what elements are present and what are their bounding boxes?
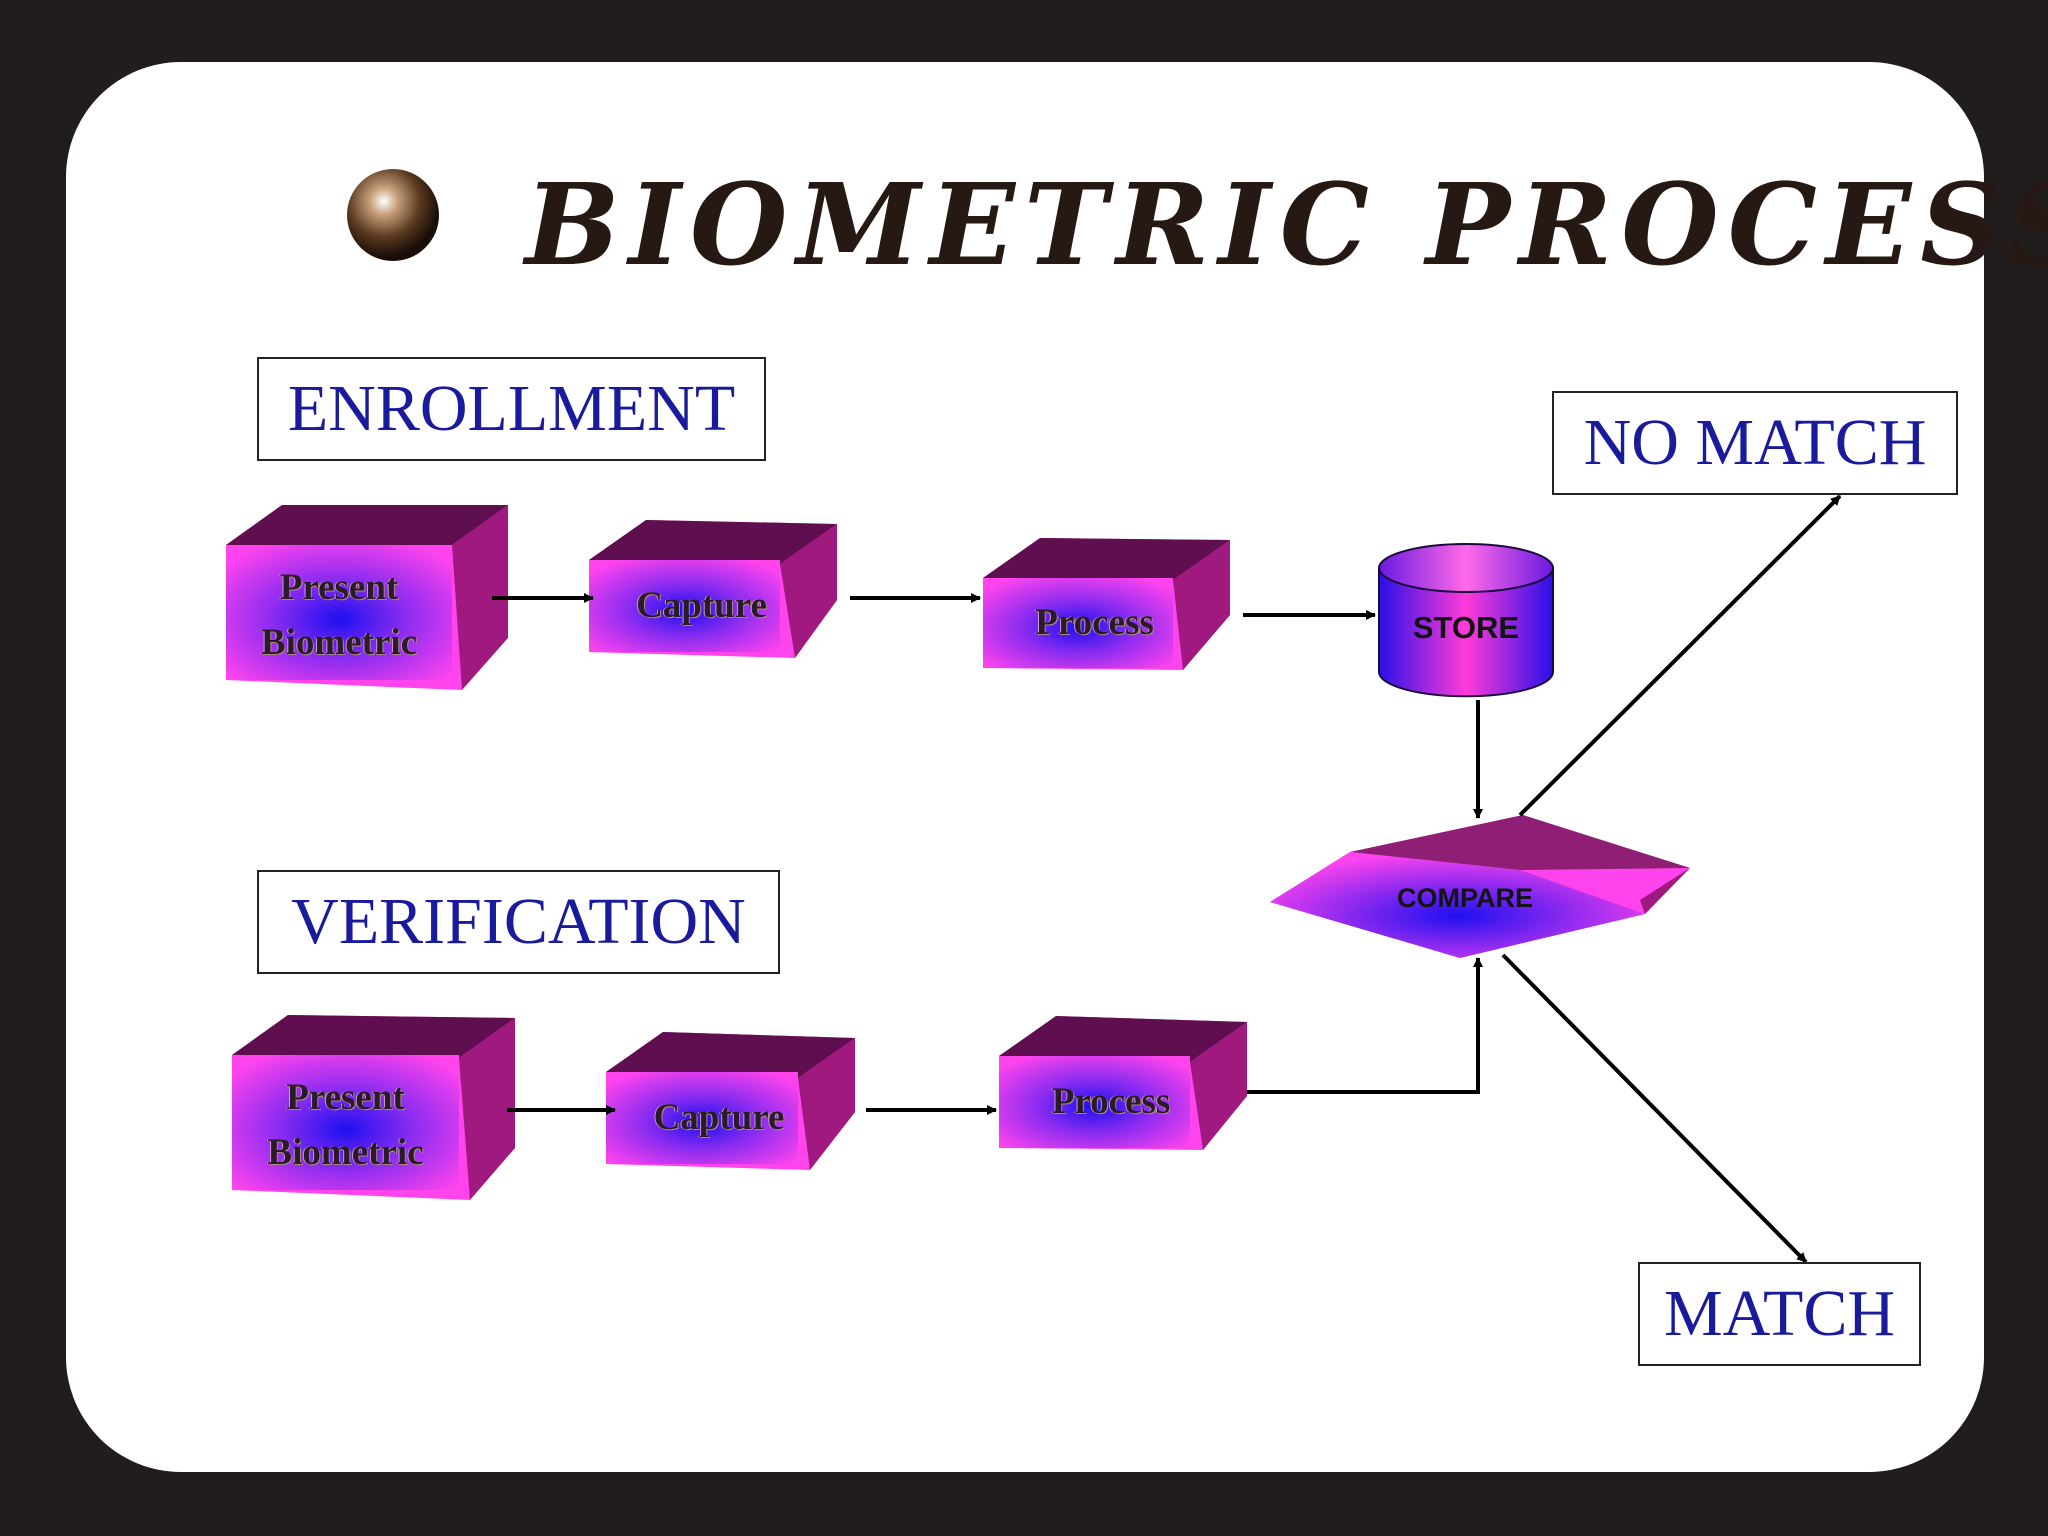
arrow-compare-to-match (1501, 953, 1808, 1264)
arrow-compare-to-no-match (1518, 494, 1842, 817)
enroll-present-line1: Present (279, 566, 399, 608)
enroll-process-text: Process (1035, 602, 1154, 644)
store-text: STORE (1412, 610, 1520, 645)
verify-capture-block (606, 1032, 855, 1170)
verify-process-block (999, 1016, 1247, 1150)
bullet-ball-icon (347, 169, 439, 261)
enrollment-label: ENROLLMENT (257, 357, 766, 461)
page-title: BIOMETRIC PROCESS (525, 160, 2048, 291)
enroll-capture-block (589, 520, 837, 658)
no-match-label: NO MATCH (1552, 391, 1958, 495)
compare-diamond (1270, 815, 1690, 958)
enroll-process-block (983, 538, 1230, 670)
enroll-present-line2: Biometric (260, 622, 418, 663)
verify-capture-text: Capture (653, 1097, 785, 1139)
arrow-verify-process-to-compare (1247, 957, 1483, 1094)
compare-text: COMPARE (1396, 882, 1533, 913)
verify-present-line1: Present (286, 1076, 405, 1118)
verification-label: VERIFICATION (257, 870, 780, 974)
enroll-present-block (226, 505, 508, 690)
enroll-present-text: Present Biometric (226, 550, 452, 680)
verify-present-text: Present Biometric (232, 1060, 459, 1190)
verify-present-block (232, 1015, 515, 1200)
slide-background (66, 62, 1984, 1472)
verify-present-line2: Biometric (267, 1132, 424, 1173)
verify-process-text: Process (1051, 1081, 1171, 1123)
enroll-capture-text: Capture (636, 585, 767, 627)
match-label: MATCH (1638, 1262, 1921, 1366)
store-cylinder (1378, 543, 1554, 698)
